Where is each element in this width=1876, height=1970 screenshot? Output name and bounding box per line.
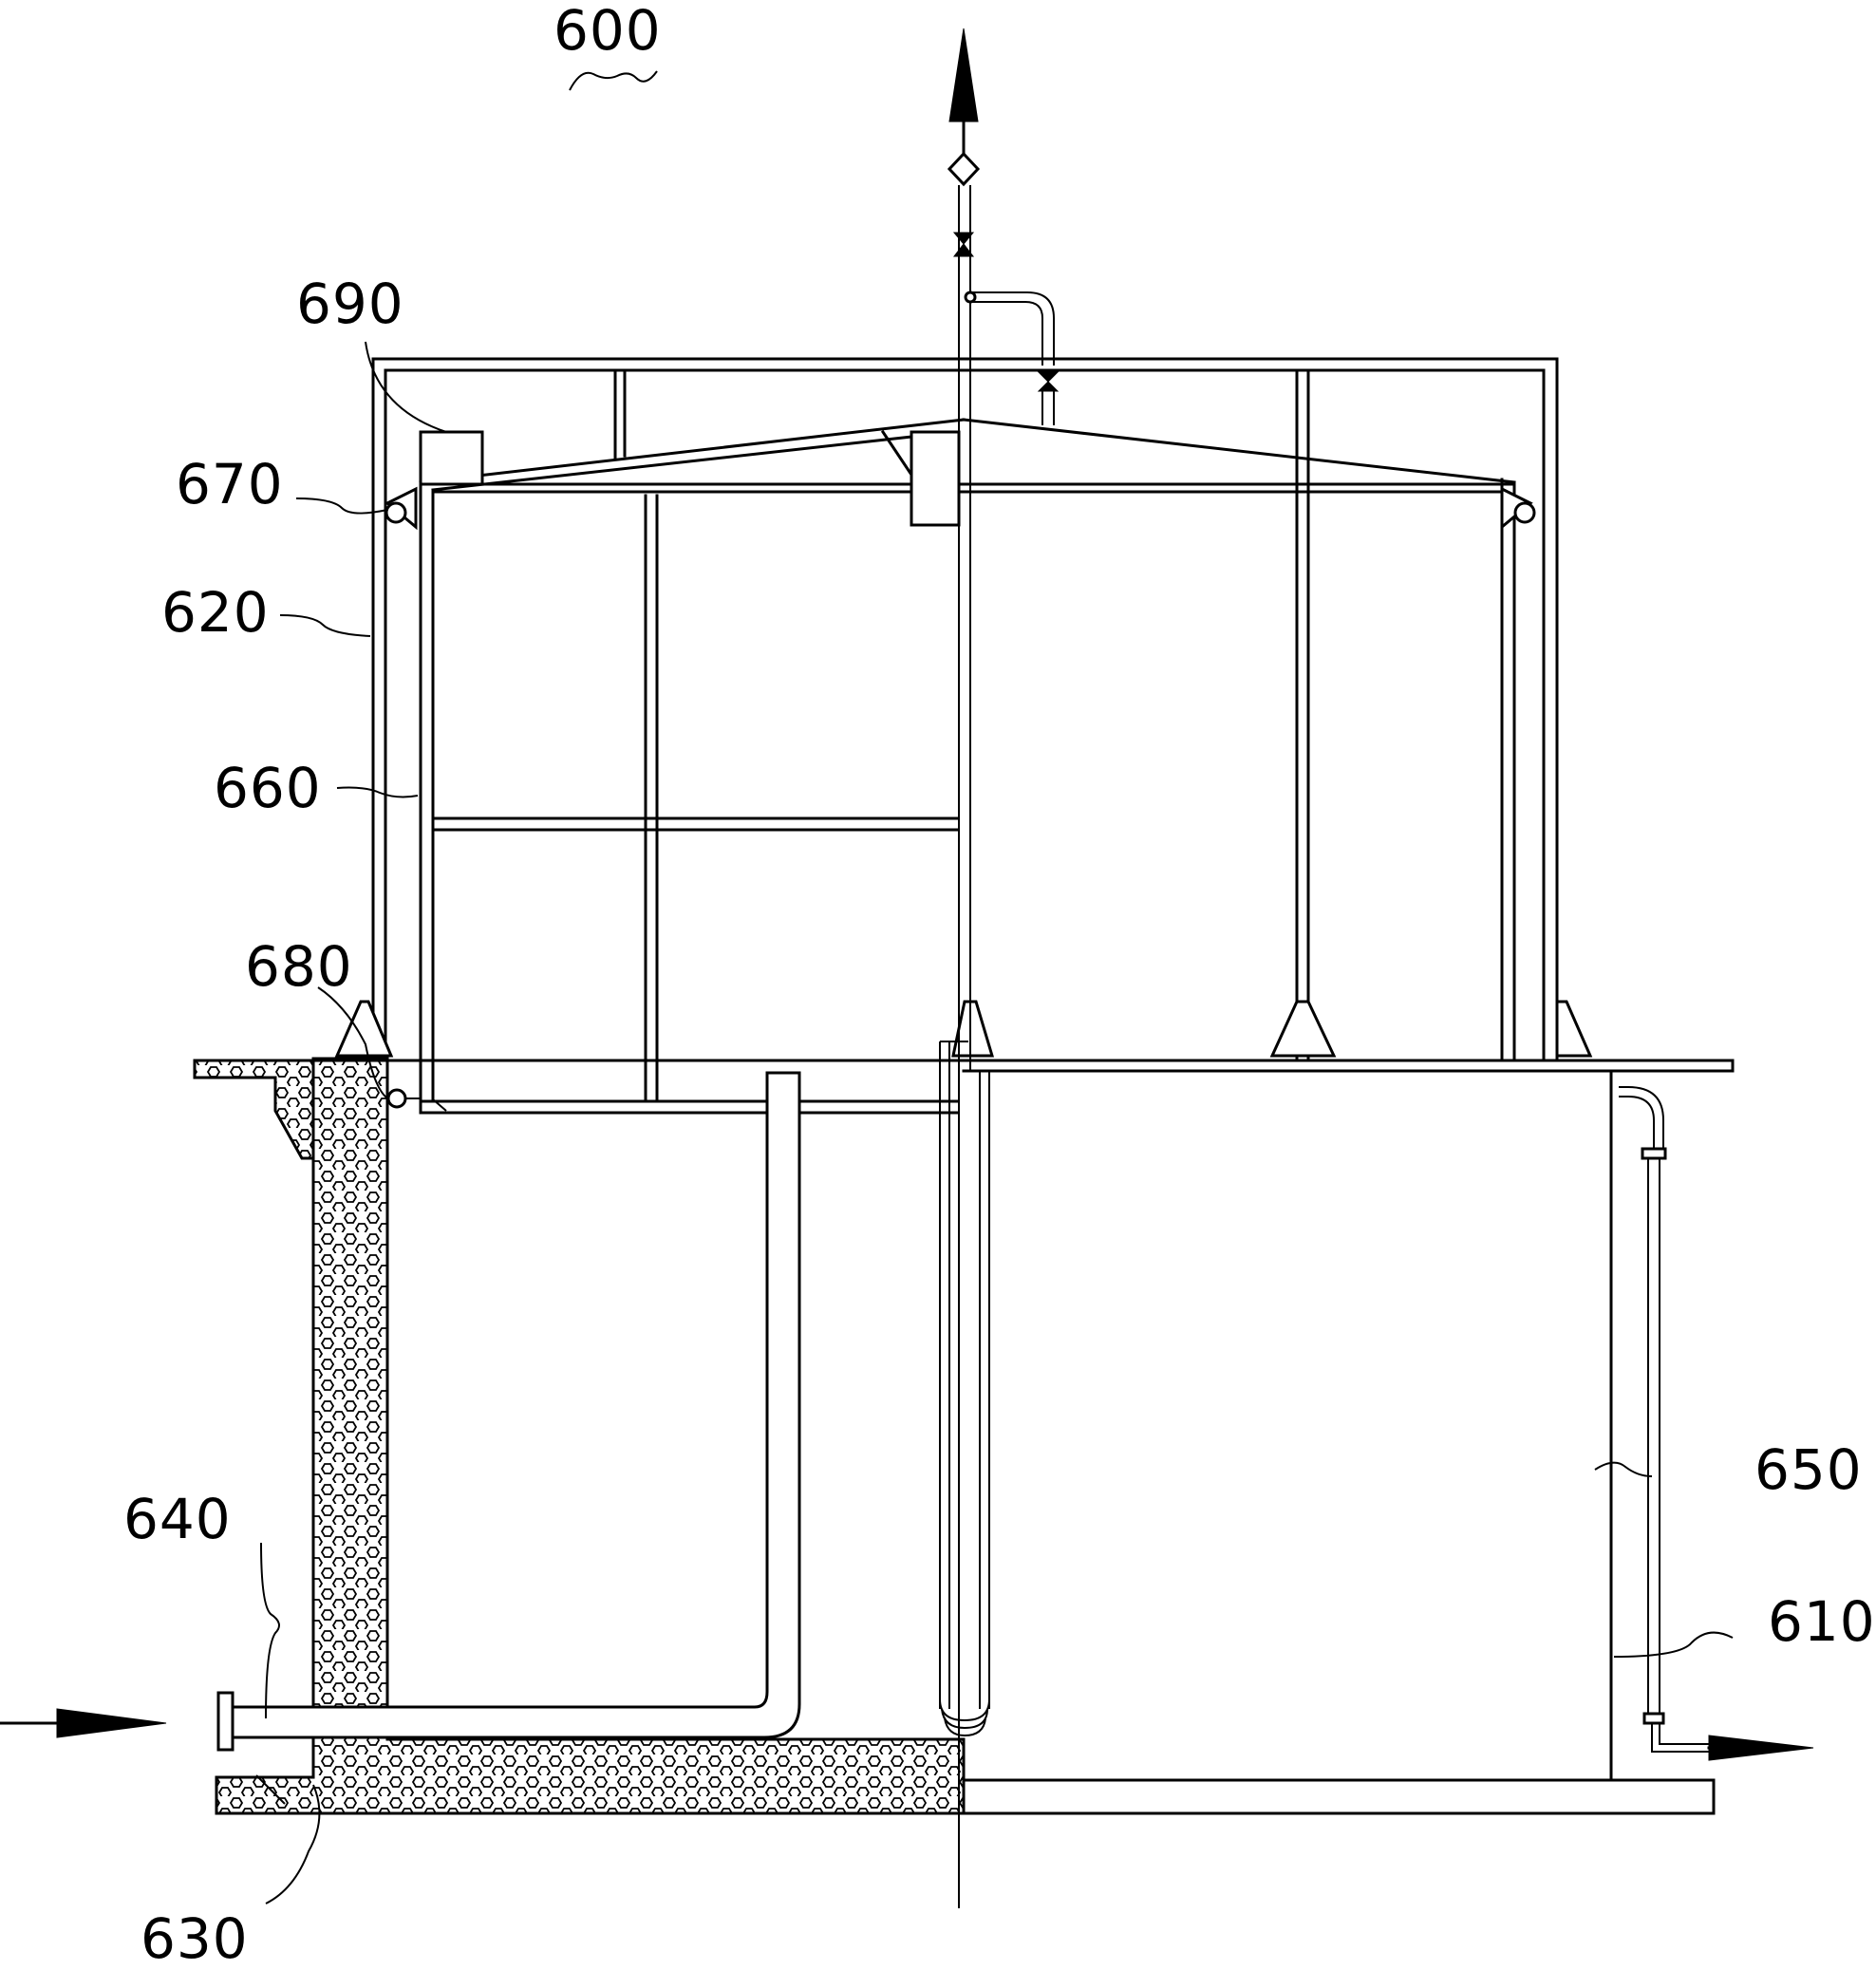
overflow-pipe-650 xyxy=(1619,1086,1709,1753)
ground-plate xyxy=(193,1059,1735,1073)
figure-number: 600 xyxy=(553,0,662,63)
label-650: 650 xyxy=(1754,1437,1863,1502)
reference-labels: 600 690 670 620 660 680 640 650 610 630 xyxy=(123,0,1876,1970)
outlet-arrow xyxy=(1707,1735,1814,1761)
concrete-foundation xyxy=(193,1057,966,1815)
label-640: 640 xyxy=(123,1487,232,1551)
label-660: 660 xyxy=(214,756,322,820)
label-630: 630 xyxy=(141,1906,249,1970)
gas-riser-tube xyxy=(939,1041,990,1737)
guide-frame-620 xyxy=(371,357,1559,1060)
label-670: 670 xyxy=(176,452,284,516)
frame-brackets xyxy=(334,1000,1593,1058)
inlet-pipe-640 xyxy=(0,1071,801,1752)
guide-rollers xyxy=(385,486,1536,1112)
tank-wall-610 xyxy=(962,1069,1716,1815)
label-680: 680 xyxy=(245,934,353,999)
label-610: 610 xyxy=(1768,1589,1876,1654)
central-gas-pipe xyxy=(947,28,1060,1908)
label-620: 620 xyxy=(161,580,270,645)
leader-lines xyxy=(255,70,1734,1904)
label-690: 690 xyxy=(296,272,404,336)
